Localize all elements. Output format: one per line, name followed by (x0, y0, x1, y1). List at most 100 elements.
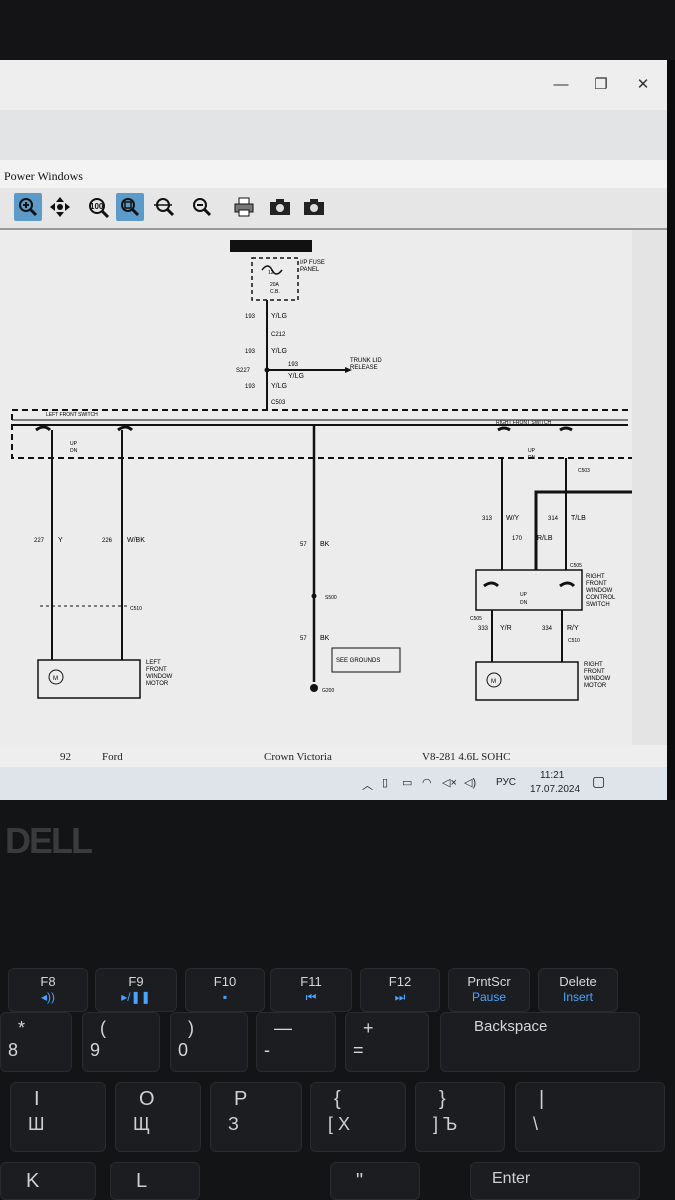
svg-text:S500: S500 (325, 595, 337, 601)
key-sublabel: З (228, 1114, 239, 1134)
svg-text:LEFT FRONT SWITCH: LEFT FRONT SWITCH (46, 412, 98, 418)
key-label: * (18, 1018, 26, 1038)
svg-text:226: 226 (102, 538, 113, 544)
key-label: — (274, 1018, 292, 1038)
key-row2-3[interactable]: —- (256, 1012, 336, 1072)
zoom-fit-button[interactable] (116, 193, 144, 221)
svg-text:C503: C503 (271, 400, 286, 406)
key-f10[interactable]: F10▪ (185, 968, 265, 1012)
key-row3-5[interactable]: |\ (515, 1082, 665, 1152)
clock-date[interactable]: 17.07.2024 (530, 784, 581, 795)
svg-text:Y: Y (58, 537, 63, 544)
key-row2-2[interactable]: )0 (170, 1012, 248, 1072)
camera-icon (270, 199, 290, 215)
camera-alt-button[interactable] (300, 193, 328, 221)
key-row3-3[interactable]: {[ Х (310, 1082, 406, 1152)
key-sublabel: Insert (562, 990, 593, 1004)
key-label: F12 (388, 974, 412, 989)
key-row3-4[interactable]: }] Ъ (415, 1082, 505, 1152)
svg-text:M: M (53, 676, 58, 682)
minimize-button[interactable]: — (553, 76, 569, 93)
key-f9[interactable]: F9▸/❚❚ (95, 968, 177, 1012)
svg-text:C505: C505 (570, 563, 582, 569)
restore-button[interactable]: ❐ (594, 76, 608, 93)
key-sublabel: Ш (28, 1114, 45, 1134)
zoom-width-button[interactable] (150, 193, 178, 221)
key-label: F8 (40, 974, 56, 989)
diagram-footer: 92 Ford Crown Victoria V8-281 4.6L SOHC (0, 745, 667, 767)
close-button[interactable]: ✕ (636, 76, 650, 93)
pan-button[interactable] (46, 193, 74, 221)
wifi-icon[interactable]: ◠ (422, 777, 432, 789)
zoom-in-button[interactable] (14, 193, 42, 221)
camera-button[interactable] (266, 193, 294, 221)
svg-text:C510: C510 (568, 638, 580, 644)
monitor-bezel-top (0, 0, 675, 60)
key-row4-0[interactable]: K (0, 1162, 96, 1200)
key-sublabel: Щ (133, 1114, 150, 1134)
key-row2-1[interactable]: (9 (82, 1012, 160, 1072)
key-row4-1[interactable]: L (110, 1162, 200, 1200)
svg-text:12: 12 (268, 270, 274, 276)
svg-text:DN: DN (70, 448, 78, 454)
svg-text:193: 193 (288, 362, 299, 368)
svg-text:R/LB: R/LB (537, 535, 553, 542)
key-label: F10 (213, 974, 237, 989)
key-label: I (34, 1088, 40, 1110)
svg-text:170: 170 (512, 536, 523, 542)
key-row2-0[interactable]: *8 (0, 1012, 72, 1072)
language-indicator[interactable]: РУС (496, 777, 517, 788)
key-label: { (334, 1088, 341, 1110)
notifications-icon[interactable]: ▢ (592, 773, 606, 789)
hot-at-all-times-bar (230, 240, 312, 252)
svg-text:C510: C510 (130, 606, 142, 612)
key-label: O (139, 1088, 155, 1110)
usb-icon[interactable]: ▯ (382, 777, 389, 789)
key-label: K (26, 1170, 40, 1192)
zoom-100-button[interactable]: 100 (84, 193, 112, 221)
see-grounds-box (331, 647, 401, 673)
svg-text:Y/LG: Y/LG (271, 383, 287, 390)
speaker-icon[interactable]: ◁) (464, 777, 477, 789)
chevron-up-icon[interactable]: ︿ (362, 780, 373, 792)
svg-text:C505: C505 (470, 616, 482, 622)
app-title-bar: Power Windows (0, 160, 667, 188)
dell-logo: DELL (5, 820, 93, 861)
svg-text:BK: BK (320, 635, 330, 642)
key-row2-4[interactable]: += (345, 1012, 429, 1072)
key-label: " (356, 1170, 364, 1192)
key-row4-3[interactable]: Enter (470, 1162, 640, 1200)
key-sublabel: ⏮ (305, 990, 317, 1004)
key-f11[interactable]: F11⏮ (270, 968, 352, 1012)
menu-band (0, 110, 667, 161)
key-label: Enter (492, 1170, 531, 1187)
volume-icon[interactable]: ◁× (442, 777, 457, 789)
key-label: L (136, 1170, 148, 1192)
zoom-out-button[interactable] (188, 193, 216, 221)
clock-time[interactable]: 11:21 (540, 770, 565, 781)
zoom-100-icon: 100 (89, 198, 110, 218)
svg-text:193: 193 (245, 384, 256, 390)
key-row4-2[interactable]: " (330, 1162, 420, 1200)
key-sublabel: ] Ъ (433, 1114, 458, 1134)
key-label: ( (100, 1018, 106, 1038)
svg-text:57: 57 (300, 542, 307, 548)
svg-text:227: 227 (34, 538, 45, 544)
footer-engine: V8-281 4.6L SOHC (422, 751, 511, 763)
zoom-out-icon (193, 198, 212, 217)
svg-text:W/BK: W/BK (127, 537, 145, 544)
key-f12[interactable]: F12⏭ (360, 968, 440, 1012)
key-f8[interactable]: F8◂)) (8, 968, 88, 1012)
key-row2-5[interactable]: Backspace (440, 1012, 640, 1072)
print-button[interactable] (230, 193, 258, 221)
battery-icon[interactable]: ▭ (402, 777, 413, 789)
